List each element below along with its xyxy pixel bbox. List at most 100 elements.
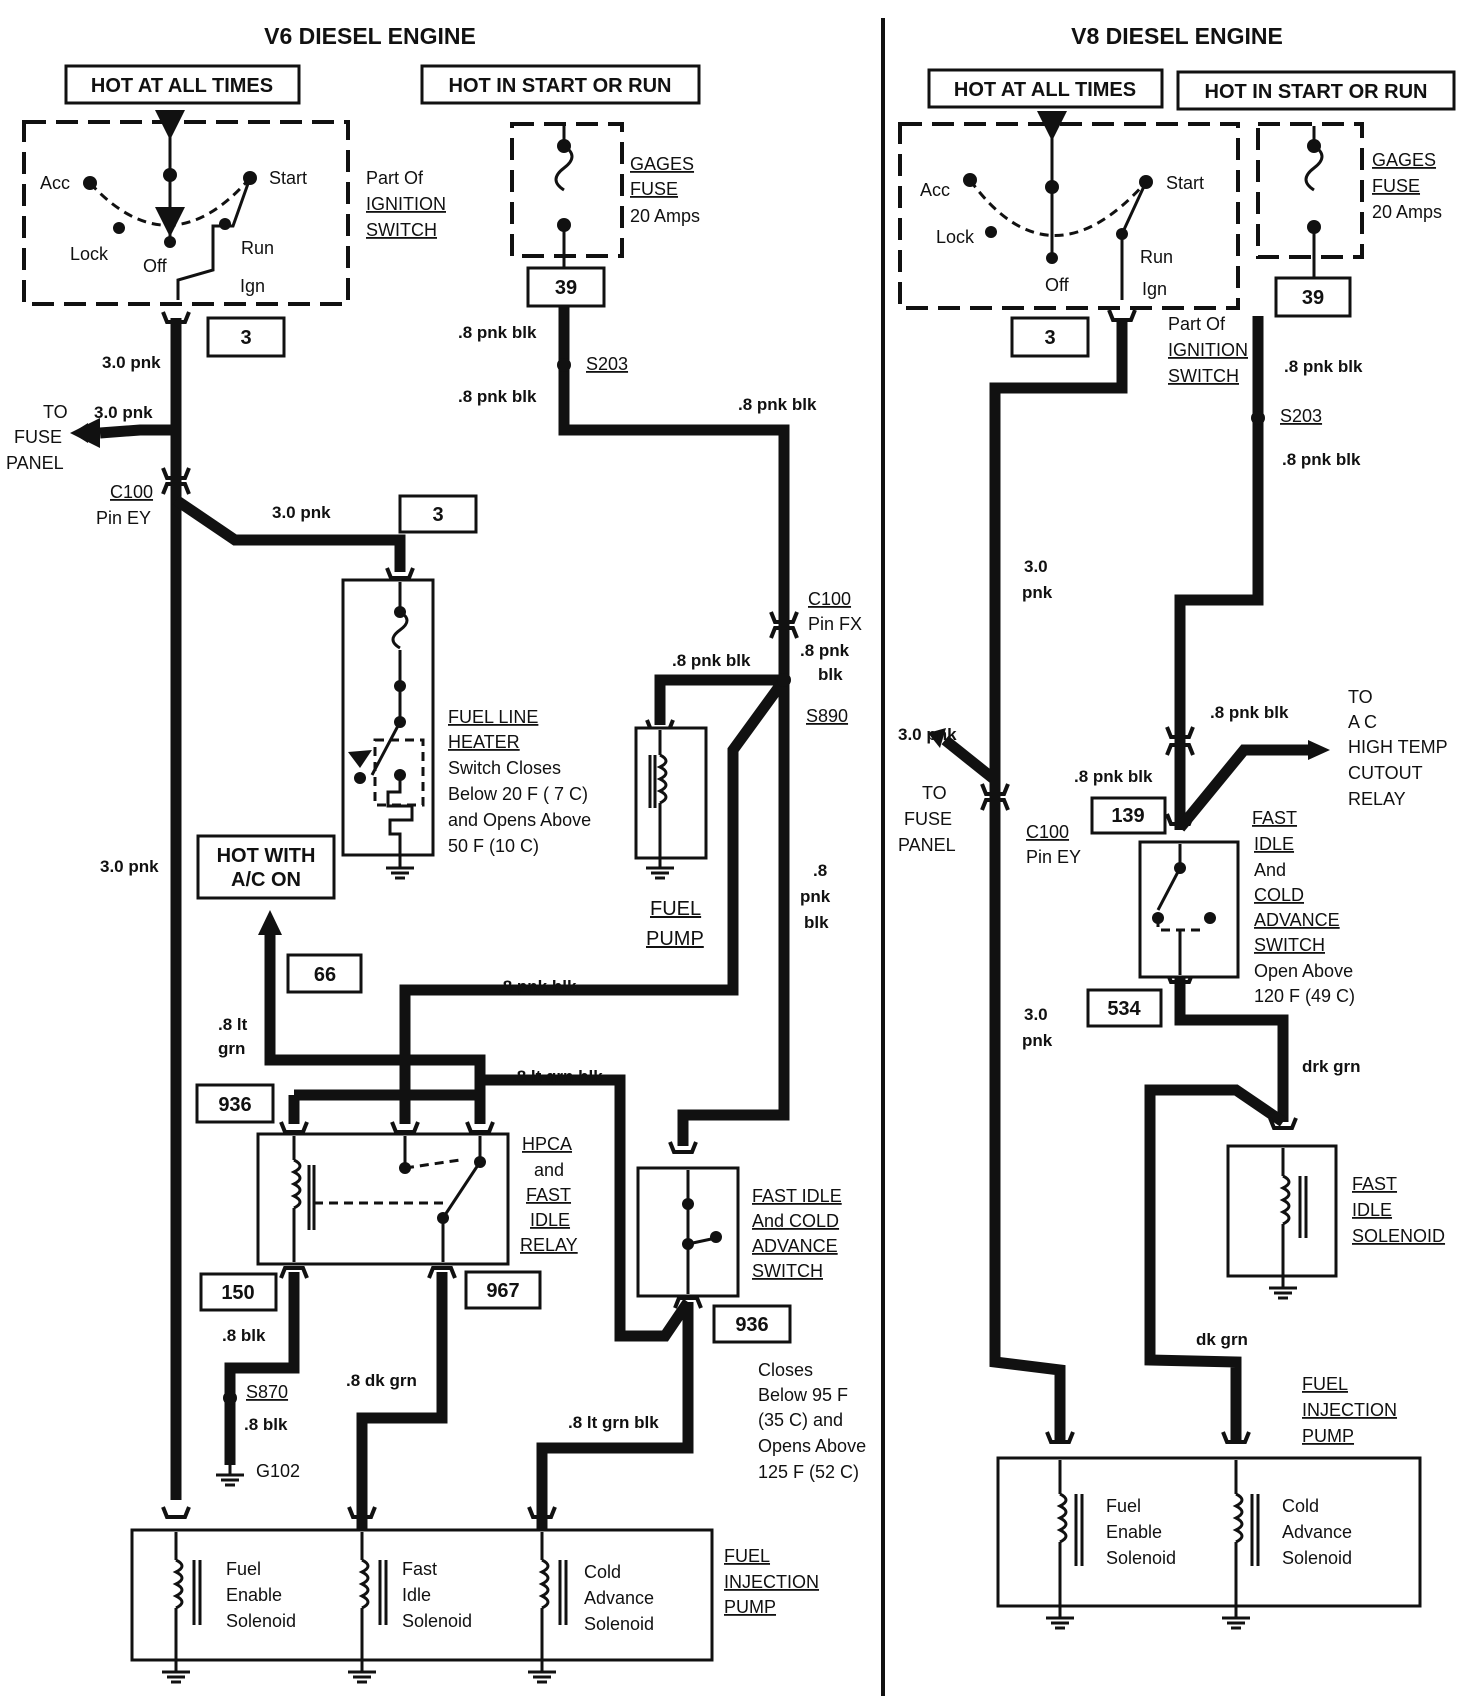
v6-wires <box>99 306 790 1530</box>
v8-fi-sw-l4: COLD <box>1254 885 1304 905</box>
v6-sol1-l2: Enable <box>226 1585 282 1605</box>
v8-hot-all-times-box <box>927 68 1164 109</box>
v6-acc-label: Acc <box>40 173 70 193</box>
v6-wire-pnk: pnk <box>800 887 831 906</box>
v6-ignition-switch: Acc Start Lock Off Run Ign <box>22 110 350 306</box>
v6-circuit-936-box <box>195 1083 275 1124</box>
v6-lock-label: Lock <box>70 244 109 264</box>
v8-fi-sw-l8: 120 F (49 C) <box>1254 986 1355 1006</box>
v8-wire-30pnk: 3.0 pnk <box>898 725 957 744</box>
v6-wire-8ltgrnblk2: .8 lt grn blk <box>568 1413 659 1432</box>
v6-fi-sw-l3: ADVANCE <box>752 1236 838 1256</box>
v6-amps-label: 20 Amps <box>630 206 700 226</box>
v6-part-of-label: Part Of <box>366 168 424 188</box>
v6-injection-pump <box>130 1528 714 1662</box>
v8-wires <box>941 316 1312 1440</box>
v8-sol2-l3: Solenoid <box>1282 1548 1352 1568</box>
v8-to-ac-l3: HIGH TEMP <box>1348 737 1448 757</box>
v8-gages-label: GAGES <box>1372 150 1436 170</box>
v6-sol2-l2: Idle <box>402 1585 431 1605</box>
v8-ignition-switch: Acc Start Lock Off Run Ign <box>898 111 1240 310</box>
v8-pump-l1: FUEL <box>1302 1374 1348 1394</box>
v8-fast-idle-switch <box>1138 840 1240 979</box>
v6-heater-l1: FUEL LINE <box>448 707 538 727</box>
v8-pump-l3: PUMP <box>1302 1426 1354 1446</box>
v6-circuit-936: 936 <box>218 1094 251 1116</box>
v6-sol3-l1: Cold <box>584 1562 621 1582</box>
v6-hpca-relay <box>256 1132 510 1266</box>
v6-s870-label: S870 <box>246 1382 288 1402</box>
v6-s203-label: S203 <box>586 354 628 374</box>
v6-pin-fx-label: Pin FX <box>808 614 862 634</box>
v8-fast-idle-solenoid <box>1226 1144 1338 1278</box>
v8-amps-label: 20 Amps <box>1372 202 1442 222</box>
v6-wire-8: .8 <box>813 861 827 880</box>
v8-fi-sw-l6: SWITCH <box>1254 935 1325 955</box>
v6-hot-all-times-label: HOT AT ALL TIMES <box>91 75 273 97</box>
v6-wire-8blk-2: .8 blk <box>244 1415 288 1434</box>
v6-closes-l3: (35 C) and <box>758 1410 843 1430</box>
v6-wire-8pnkblk-3: .8 pnk blk <box>738 395 817 414</box>
v6-hpca-l3: FAST <box>526 1185 571 1205</box>
v8-to-ac-l1: TO <box>1348 687 1373 707</box>
v8-c100-label: C100 <box>1026 822 1069 842</box>
v6-wire-8pnkblk-2: .8 pnk blk <box>458 387 537 406</box>
v6-title: V6 DIESEL ENGINE <box>264 23 476 49</box>
v8-hot-start-run-label: HOT IN START OR RUN <box>1205 81 1428 103</box>
v6-fuse-label: FUSE <box>630 179 678 199</box>
v6-ign-label: Ign <box>240 276 265 296</box>
v8-sol2-l1: Cold <box>1282 1496 1319 1516</box>
v8-lock-label: Lock <box>936 227 975 247</box>
v6-start-label: Start <box>269 168 307 188</box>
v6-c100-label: C100 <box>110 482 153 502</box>
v8-pin-ey-label: Pin EY <box>1026 847 1081 867</box>
v6-heater-l3: Switch Closes <box>448 758 561 778</box>
v6-circuit-3-box <box>206 316 286 358</box>
v8-run-label: Run <box>1140 247 1173 267</box>
v8-start-label: Start <box>1166 173 1204 193</box>
v6-gages-fuse <box>510 122 624 268</box>
v6-wire-8blk-1: .8 blk <box>222 1326 266 1345</box>
v6-hot-all-times-box <box>64 64 301 105</box>
v6-wire-30pnk-3: 3.0 pnk <box>272 503 331 522</box>
v6-hot-ac-l2: A/C ON <box>231 869 301 891</box>
v8-wire-8pnkblk-4: .8 pnk blk <box>1074 767 1153 786</box>
v6-heater-l6: 50 F (10 C) <box>448 836 539 856</box>
v8-fuse-label: FUSE <box>1372 176 1420 196</box>
v6-hpca-l1: HPCA <box>522 1134 572 1154</box>
v8-hot-all-times-label: HOT AT ALL TIMES <box>954 79 1136 101</box>
v8-circuit-39: 39 <box>1302 287 1324 309</box>
v6-gages-label: GAGES <box>630 154 694 174</box>
v6-hpca-l4: IDLE <box>530 1210 570 1230</box>
v8-sol1-l3: Solenoid <box>1106 1548 1176 1568</box>
v8-fi-sw-l7: Open Above <box>1254 961 1353 981</box>
v8-circuit-39-box <box>1274 276 1352 318</box>
v6-sol2-l1: Fast <box>402 1559 437 1579</box>
v6-fuel-line-heater <box>341 578 435 858</box>
v8-sol1-l2: Enable <box>1106 1522 1162 1542</box>
v6-fast-idle-switch <box>636 1166 740 1298</box>
v6-circuit-150-box <box>199 1272 278 1312</box>
v8-gages-fuse <box>1256 122 1364 278</box>
v8-wire-8pnkblk-1: .8 pnk blk <box>1284 357 1363 376</box>
v6-circuit-3: 3 <box>240 327 251 349</box>
v6-circuit-3b-box <box>398 494 478 534</box>
v6-circuit-3b: 3 <box>432 504 443 526</box>
v8-circuit-534-box <box>1086 988 1163 1028</box>
v8-switch-label: SWITCH <box>1168 366 1239 386</box>
v8-wire-drkgrn: drk grn <box>1302 1057 1361 1076</box>
v6-hpca-l5: RELAY <box>520 1235 578 1255</box>
v6-pump-l2: INJECTION <box>724 1572 819 1592</box>
v8-fi-sw-l3: And <box>1254 860 1286 880</box>
v6-heater-l2: HEATER <box>448 732 520 752</box>
v6-circuit-150: 150 <box>221 1282 254 1304</box>
v6-closes-l5: 125 F (52 C) <box>758 1462 859 1482</box>
v8-wire-pnkb: pnk <box>1022 1031 1053 1050</box>
v6-wire-30pnk-2: 3.0 pnk <box>94 403 153 422</box>
v8-fi-sw-l2: IDLE <box>1254 834 1294 854</box>
v6-hot-ac-l1: HOT WITH <box>217 845 316 867</box>
v8-fi-sw-l5: ADVANCE <box>1254 910 1340 930</box>
v8-circuit-3-box <box>1010 316 1090 358</box>
v6-wire-8pnkblk-1: .8 pnk blk <box>458 323 537 342</box>
v8-ignition-label: IGNITION <box>1168 340 1248 360</box>
